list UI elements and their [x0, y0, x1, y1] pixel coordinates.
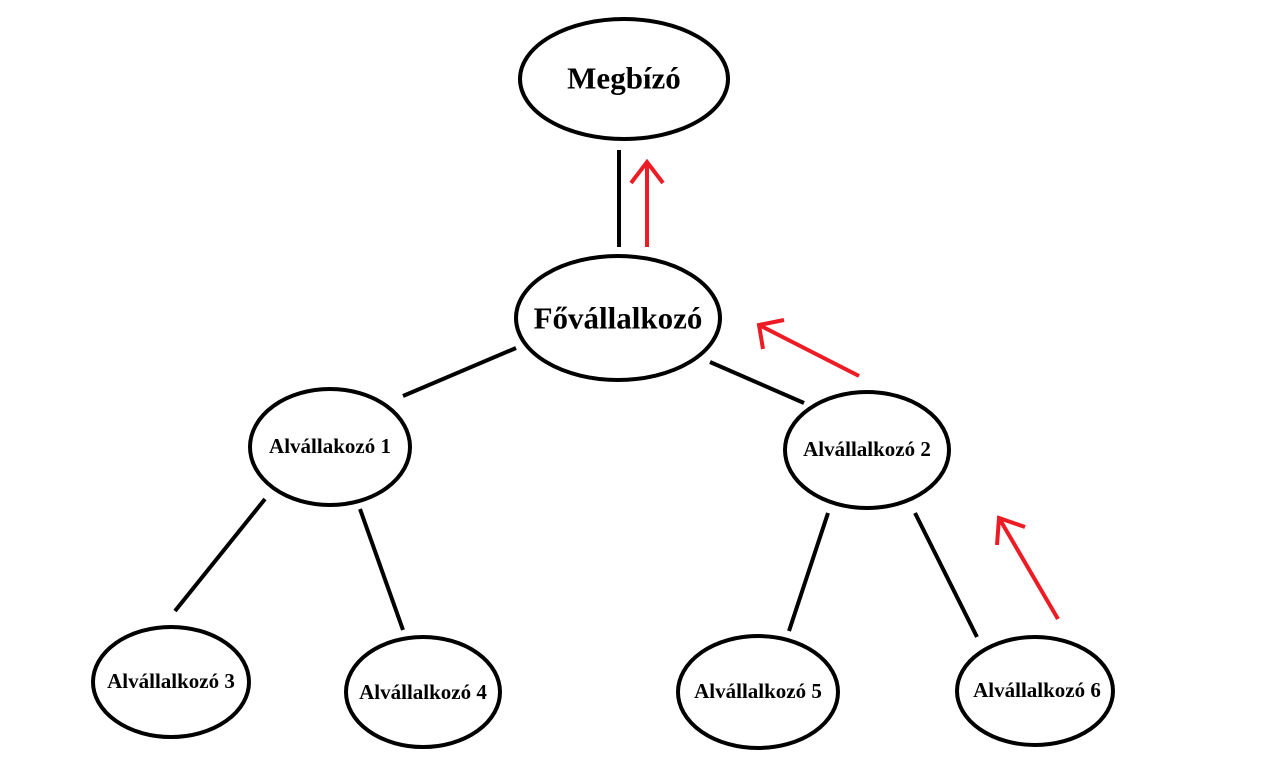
- edge-fovallalkozo-alvallalkozo-1: [402, 346, 517, 398]
- node-ellipse: [248, 387, 412, 507]
- edge-alvallalkozo-2-alvallalkozo-6: [913, 512, 979, 638]
- node-alvallalkozo-3: Alvállalkozó 3: [91, 625, 251, 739]
- arrow-fovallalkozo-to-megbizo: [629, 158, 665, 247]
- node-ellipse: [518, 17, 730, 141]
- arrow-shaft: [758, 323, 860, 378]
- node-ellipse: [514, 254, 722, 382]
- node-alvallalkozo-1: Alvállakozó 1: [248, 387, 412, 507]
- arrow-alvallalkozo-6-to-alvallalkozo-2: [995, 515, 1060, 621]
- node-alvallalkozo-5: Alvállalkozó 5: [676, 634, 840, 750]
- arrow-head: [756, 318, 785, 350]
- arrow-head: [629, 158, 665, 185]
- arrows: [629, 158, 1060, 621]
- edge-alvallalkozo-1-alvallalkozo-4: [358, 508, 405, 631]
- node-label-alvallalkozo-2: Alvállalkozó 2: [803, 437, 931, 461]
- node-label-fovallalkozo: Fővállalkozó: [534, 301, 703, 336]
- node-label-alvallalkozo-5: Alvállalkozó 5: [694, 679, 822, 703]
- node-megbizo: Megbízó: [518, 17, 730, 141]
- node-label-alvallalkozo-4: Alvállalkozó 4: [359, 680, 487, 704]
- node-alvallalkozo-2: Alvállalkozó 2: [783, 390, 951, 510]
- edges: [173, 150, 979, 638]
- arrow-alvallalkozo-2-to-fovallalkozo: [756, 318, 860, 378]
- node-label-alvallalkozo-3: Alvállalkozó 3: [107, 669, 235, 693]
- node-ellipse: [91, 625, 251, 739]
- edge-fovallalkozo-alvallalkozo-2: [709, 360, 805, 405]
- arrow-head: [995, 515, 1026, 546]
- arrow-shaft: [997, 516, 1060, 621]
- node-ellipse: [344, 635, 502, 749]
- node-ellipse: [955, 635, 1115, 747]
- node-label-alvallalkozo-1: Alvállakozó 1: [269, 434, 391, 458]
- node-fovallalkozo: Fővállalkozó: [514, 254, 722, 382]
- node-alvallalkozo-4: Alvállalkozó 4: [344, 635, 502, 749]
- node-ellipse: [676, 634, 840, 750]
- edge-alvallalkozo-2-alvallalkozo-5: [787, 512, 830, 632]
- edge-alvallalkozo-1-alvallalkozo-3: [173, 497, 267, 613]
- node-label-alvallalkozo-6: Alvállalkozó 6: [973, 678, 1101, 702]
- node-label-megbizo: Megbízó: [567, 61, 681, 96]
- node-alvallalkozo-6: Alvállalkozó 6: [955, 635, 1115, 747]
- node-ellipse: [783, 390, 951, 510]
